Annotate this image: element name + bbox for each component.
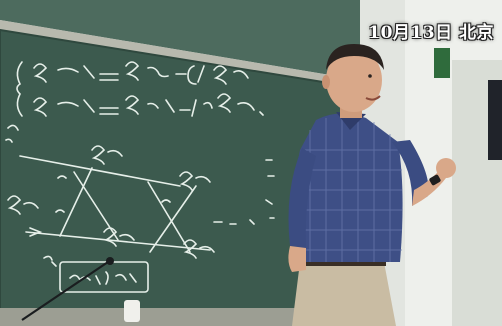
ear — [322, 75, 330, 89]
head — [326, 48, 382, 112]
trousers — [292, 262, 396, 326]
eye — [368, 74, 372, 78]
smile — [365, 95, 381, 101]
lecturer — [288, 44, 456, 326]
diagram-top-line — [19, 155, 181, 187]
exit-sign — [434, 48, 450, 78]
projector-edge — [488, 80, 502, 160]
diagram-bottom-line — [25, 231, 211, 251]
right-fist — [436, 158, 456, 178]
checkered-shirt — [295, 113, 403, 262]
main-chalkboard — [0, 30, 360, 326]
lattice-filter-box — [59, 261, 149, 293]
water-cup — [124, 300, 140, 322]
upper-chalkboard — [0, 0, 360, 80]
left-hand — [288, 246, 306, 272]
hair — [326, 44, 384, 70]
board-frame-rail — [0, 20, 360, 88]
wristwatch — [429, 174, 441, 186]
date-location-caption: 10月13日 北京 — [368, 23, 494, 43]
chalk-ledge — [0, 308, 360, 326]
diagram-cross-right — [147, 181, 197, 253]
brace-mark — [16, 61, 23, 117]
microphone-stand — [21, 257, 140, 322]
chalk-writing — [5, 61, 275, 293]
left-sleeve — [288, 148, 316, 248]
